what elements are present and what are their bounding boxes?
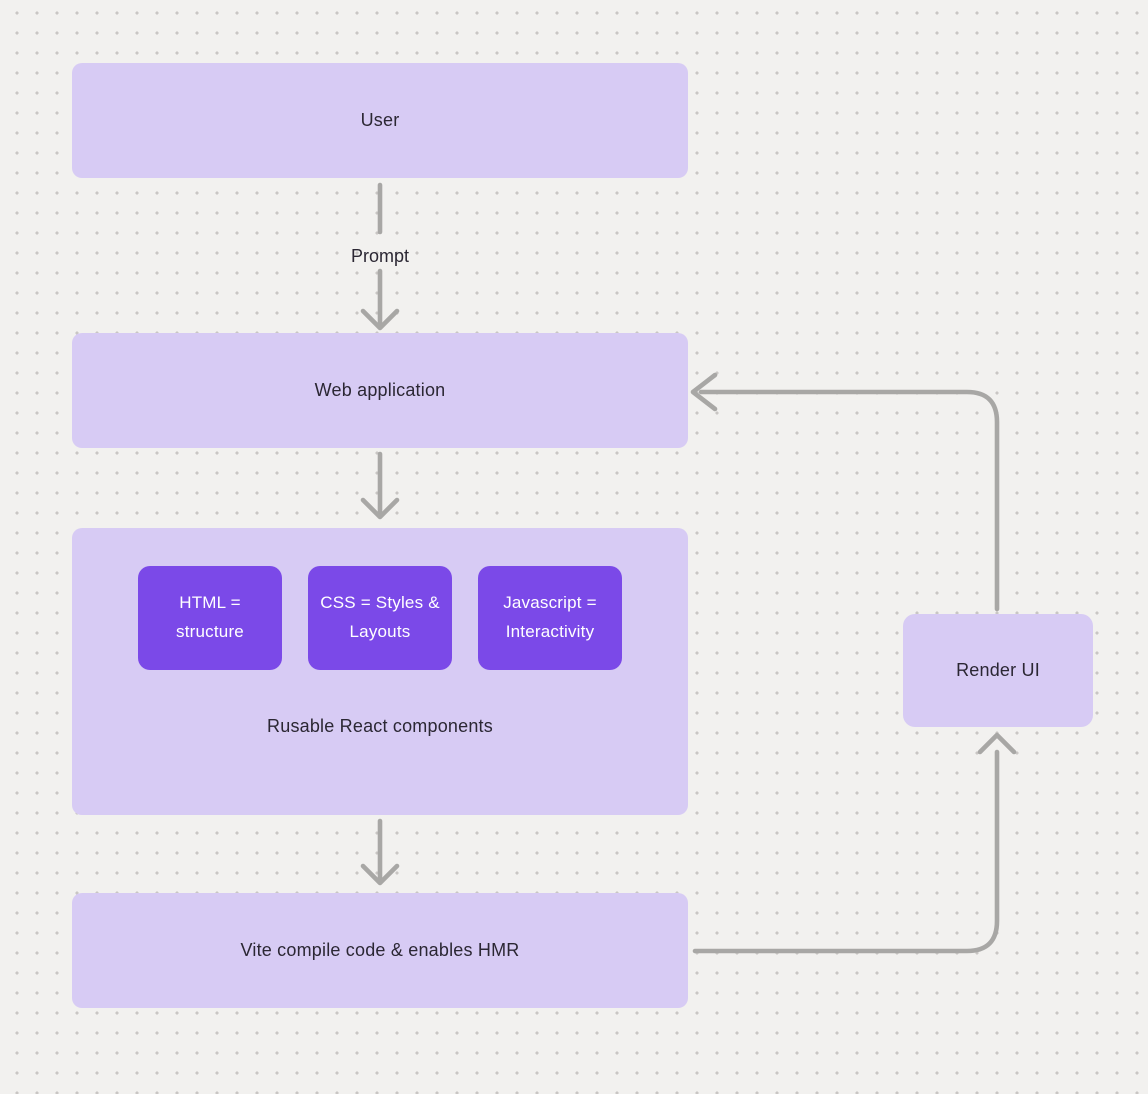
chip-javascript[interactable]: Javascript = Interactivity bbox=[478, 566, 622, 670]
edge-vite-to-render-arrowhead-icon bbox=[977, 732, 1017, 755]
node-web-application-label: Web application bbox=[314, 380, 446, 400]
chip-html-label: HTML = structure bbox=[176, 593, 244, 641]
node-components-group[interactable]: HTML = structure CSS = Styles & Layouts … bbox=[72, 528, 688, 815]
edge-web-to-components-arrowhead-icon bbox=[360, 497, 400, 520]
edge-user-to-web-arrowhead-icon bbox=[360, 308, 400, 331]
node-web-application[interactable]: Web application bbox=[72, 333, 688, 448]
node-vite[interactable]: Vite compile code & enables HMR bbox=[72, 893, 688, 1008]
chip-css[interactable]: CSS = Styles & Layouts bbox=[308, 566, 452, 670]
edge-render-to-web-line bbox=[698, 389, 1000, 612]
edge-vite-to-render-line bbox=[692, 749, 1000, 954]
chip-css-label: CSS = Styles & Layouts bbox=[320, 593, 440, 641]
chip-html[interactable]: HTML = structure bbox=[138, 566, 282, 670]
edge-components-to-vite-arrowhead-icon bbox=[360, 863, 400, 886]
edge-render-to-web-arrowhead-icon bbox=[690, 372, 718, 412]
node-render-ui[interactable]: Render UI bbox=[903, 614, 1093, 727]
node-user[interactable]: User bbox=[72, 63, 688, 178]
node-user-label: User bbox=[360, 110, 400, 130]
components-chips-row: HTML = structure CSS = Styles & Layouts … bbox=[138, 566, 622, 670]
chip-javascript-label: Javascript = Interactivity bbox=[503, 593, 597, 641]
components-group-caption[interactable]: Rusable React components bbox=[267, 716, 493, 736]
node-render-ui-label: Render UI bbox=[956, 660, 1040, 680]
edge-prompt-label[interactable]: Prompt bbox=[350, 246, 410, 266]
node-vite-label: Vite compile code & enables HMR bbox=[240, 940, 520, 960]
